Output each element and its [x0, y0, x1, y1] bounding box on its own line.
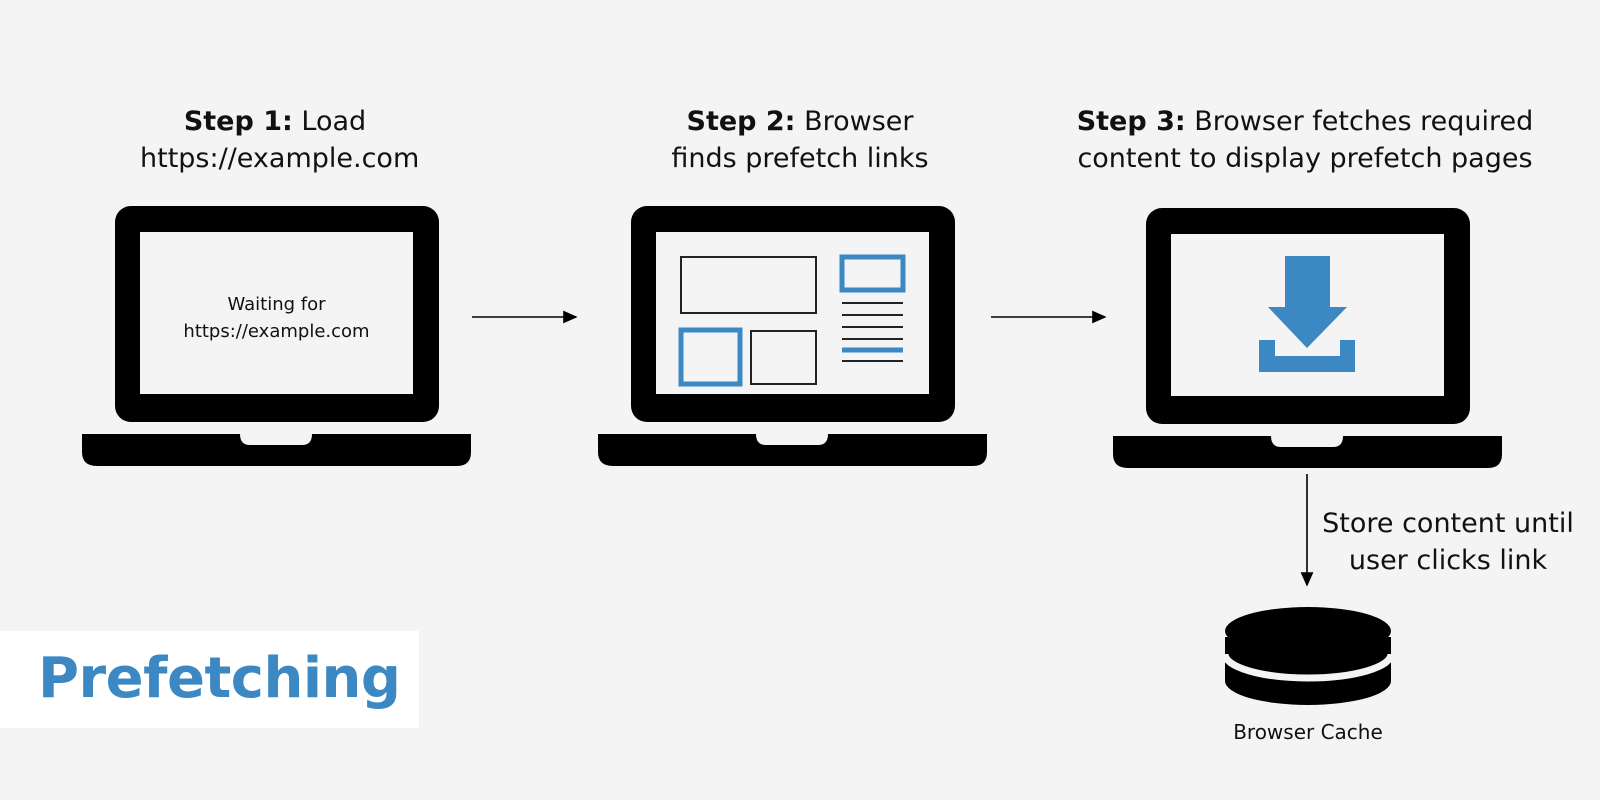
- database-icon: [1221, 607, 1395, 705]
- step-2-label: Step 2:: [686, 106, 796, 137]
- step-3-text-line2: content to display prefetch pages: [1077, 143, 1533, 174]
- step-1-title: Step 1: Load https://example.com: [140, 103, 419, 177]
- step-2-text: Browser: [795, 106, 914, 137]
- step-3-text: Browser fetches required: [1185, 106, 1534, 137]
- step-3-label: Step 3:: [1076, 106, 1186, 137]
- title-box: [0, 631, 419, 728]
- step-1-label: Step 1:: [183, 106, 293, 137]
- step-2-title: Step 2: Browser finds prefetch links: [650, 103, 950, 177]
- store-note-line1: Store content until: [1322, 508, 1574, 539]
- step-3-title: Step 3: Browser fetches required content…: [1070, 103, 1540, 177]
- store-note: Store content until user clicks link: [1318, 505, 1578, 579]
- laptop-icon: [598, 206, 987, 466]
- page-title: Prefetching: [38, 646, 401, 711]
- cache-label: Browser Cache: [1233, 720, 1383, 744]
- screen-1-line2: https://example.com: [183, 321, 370, 342]
- laptop-icon: [82, 206, 471, 466]
- store-note-line2: user clicks link: [1348, 545, 1548, 576]
- webpage-wireframe-icon: [678, 254, 906, 387]
- step-2-text-line2: finds prefetch links: [671, 143, 929, 174]
- screen-1-line1: Waiting for: [227, 294, 326, 315]
- screen-1-text: Waiting for https://example.com: [160, 291, 393, 345]
- step-1-text-line2: https://example.com: [140, 143, 420, 174]
- laptop-icon: [1113, 208, 1502, 468]
- download-icon: [1259, 256, 1355, 372]
- step-1-text: Load: [292, 106, 367, 137]
